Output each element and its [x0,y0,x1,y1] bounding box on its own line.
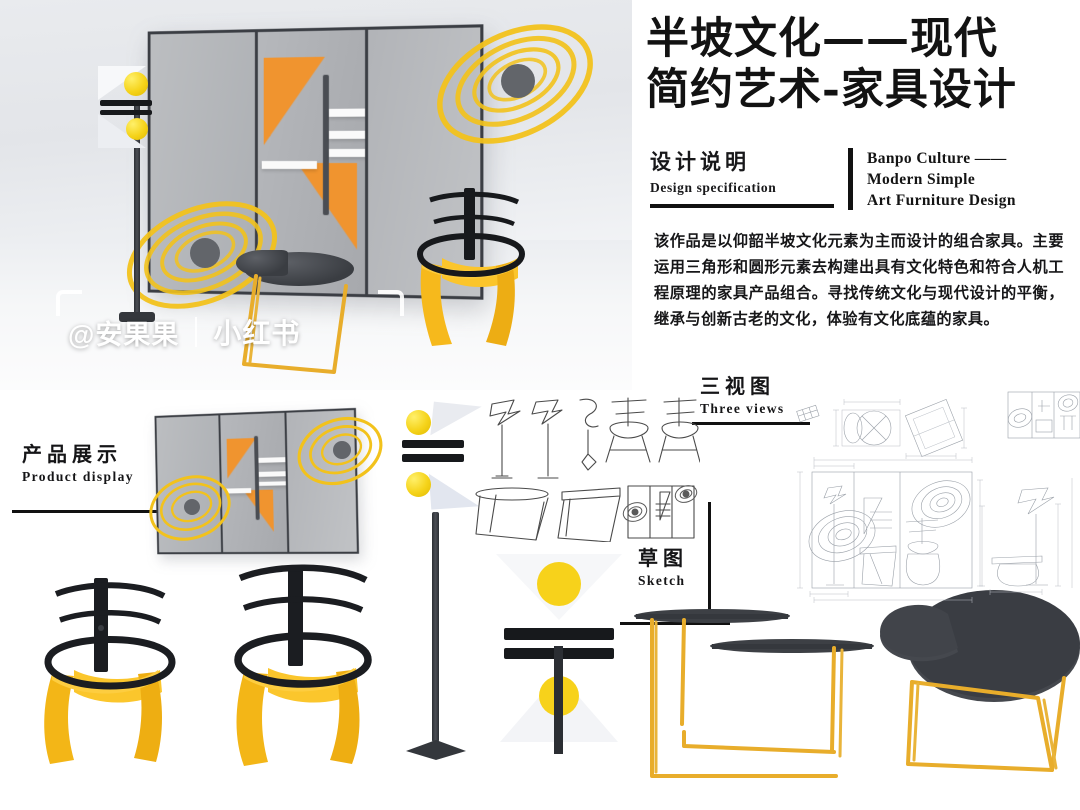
white-bar-2 [328,130,369,139]
vertical-rod [254,435,260,520]
yellow-chair-right [234,564,372,766]
section-sketch: 草图 Sketch [638,542,748,589]
section-product-display: 产品展示 Product display [22,438,190,485]
product-display-rule [12,510,164,513]
section-label-en: Three views [700,401,785,416]
watermark-username: @安果果 [68,319,180,350]
lamp-bar-2 [402,454,464,462]
spiral-rings-icon [420,12,610,162]
section-label-zh: 草图 [638,546,688,570]
title-english: Banpo Culture —— Modern Simple Art Furni… [867,146,1016,216]
design-spec-label-en: Design specification [650,180,777,195]
spiral-rings-icon [142,468,238,548]
watermark-brand: 小红书 [213,318,301,349]
table-top-leaf [236,250,288,276]
section-label-en: Sketch [638,573,686,588]
lamp-sphere-lower [406,472,431,497]
corner-bracket-icon [56,290,82,316]
section-label-en: Product display [22,469,134,484]
poster-title: 半坡文化——现代 简约艺术-家具设计 [646,14,1076,116]
three-views-cad-drawings [796,391,1080,603]
title-vertical-rule [848,148,853,210]
vertical-rod [322,74,329,216]
side-table-display [634,609,874,778]
design-spec-rule [650,204,834,208]
lamp-bar-2 [100,110,152,115]
three-views-rule [692,422,810,425]
orange-triangle-upper [263,56,325,146]
watermark-separator [195,317,198,347]
white-bar-3 [328,148,369,157]
section-three-views: 三视图 Three views [700,370,820,417]
white-bar-1 [328,108,369,117]
title-en-line-1: Banpo Culture —— [867,150,1007,167]
lamp-bar-1 [100,100,152,106]
spiral-rings-icon [290,410,390,492]
title-line-1: 半坡文化——现代 [646,14,998,64]
title-en-line-3: Art Furniture Design [867,192,1016,209]
design-spec-header: 设计说明 Design specification Banpo Culture … [650,146,1074,216]
yellow-chair-left [44,578,176,764]
lamp-bar-1 [402,440,464,448]
spiral-rings-icon [112,180,292,330]
lamp-sphere-lower [126,118,148,140]
lamp-pole [432,512,439,742]
lamp-base [119,312,155,322]
lamp-sphere-upper [406,410,431,435]
lamp-base [406,740,466,760]
sketch-vertical-rule [708,502,711,612]
watermark: @安果果 小红书 [68,312,300,352]
section-label-zh: 三视图 [700,374,775,398]
header-text-column: 半坡文化——现代 简约艺术-家具设计 设计说明 Design specifica… [636,0,1080,392]
sketch-drawings-top [475,397,700,542]
lamp-sphere-upper [124,72,148,96]
hero-render-image: @安果果 小红书 [0,0,632,390]
bottom-band: 产品展示 Product display 三视图 Three views 草图 … [0,374,1080,810]
design-spec-body: 该作品是以仰韶半坡文化元素为主而设计的组合家具。主要运用三角形和圆形元素去构建出… [654,232,1064,328]
corner-bracket-icon [378,290,404,316]
design-spec-label: 设计说明 Design specification [650,146,848,216]
section-label-zh: 产品展示 [22,442,122,466]
title-line-2: 简约艺术-家具设计 [646,65,1017,115]
title-en-line-2: Modern Simple [867,171,976,188]
design-spec-label-zh: 设计说明 [650,149,750,174]
round-table-display [880,590,1080,772]
sketch-rule [620,622,730,625]
lamp-pole [134,100,140,315]
white-bar-4 [261,160,317,170]
